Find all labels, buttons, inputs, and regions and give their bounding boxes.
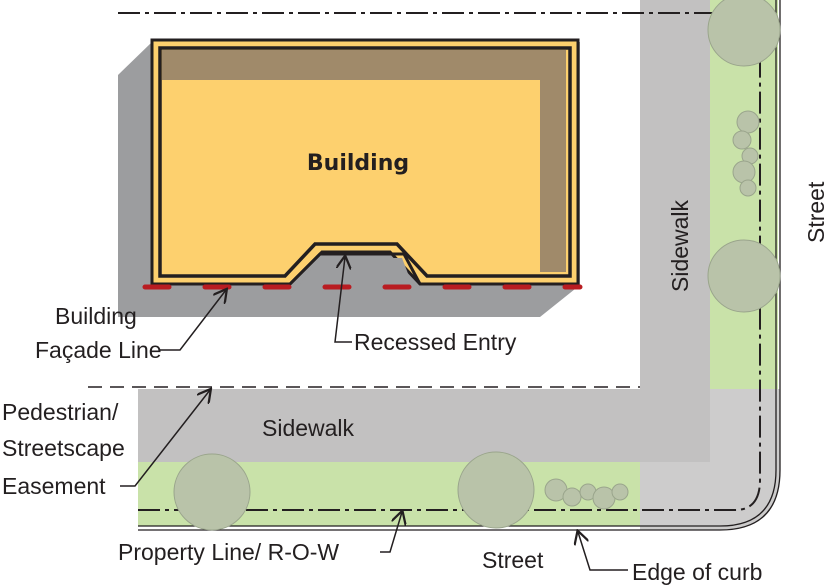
recessed-entry-label: Recessed Entry bbox=[354, 329, 517, 355]
shrub-icon bbox=[611, 483, 629, 501]
leader-lines bbox=[120, 257, 628, 571]
easement-label-3: Easement bbox=[2, 473, 106, 499]
facade-label-1: Building bbox=[55, 303, 137, 329]
tree-icon bbox=[173, 453, 251, 531]
shrub-icon bbox=[739, 179, 757, 197]
shrub-icon bbox=[732, 130, 752, 150]
edge-of-curb-line bbox=[138, 0, 777, 527]
edge-of-curb-label: Edge of curb bbox=[632, 559, 762, 585]
property-line-label: Property Line/ R-O-W bbox=[118, 539, 339, 565]
sidewalk-vertical bbox=[640, 0, 710, 462]
building bbox=[150, 38, 580, 286]
easement-label-2: Streetscape bbox=[2, 435, 125, 461]
facade-label-2: Façade Line bbox=[35, 337, 162, 363]
sidewalk-horizontal-label: Sidewalk bbox=[262, 415, 355, 441]
shrub-icon bbox=[736, 110, 760, 134]
street-bottom-label: Street bbox=[482, 547, 544, 573]
shrub-icon bbox=[732, 160, 756, 184]
property-line bbox=[118, 12, 761, 511]
tree-icon bbox=[707, 239, 781, 313]
tree-icon bbox=[707, 0, 781, 67]
tree-icon bbox=[457, 451, 535, 529]
sidewalk-horizontal bbox=[138, 389, 648, 462]
sidewalk-vertical-label: Sidewalk bbox=[667, 199, 693, 292]
shrub-icon bbox=[562, 487, 582, 507]
building-label: Building bbox=[307, 151, 409, 176]
trees bbox=[173, 0, 781, 531]
corner-plaza bbox=[640, 389, 780, 530]
easement-label-1: Pedestrian/ bbox=[2, 399, 119, 425]
street-right-label: Street bbox=[803, 181, 829, 243]
